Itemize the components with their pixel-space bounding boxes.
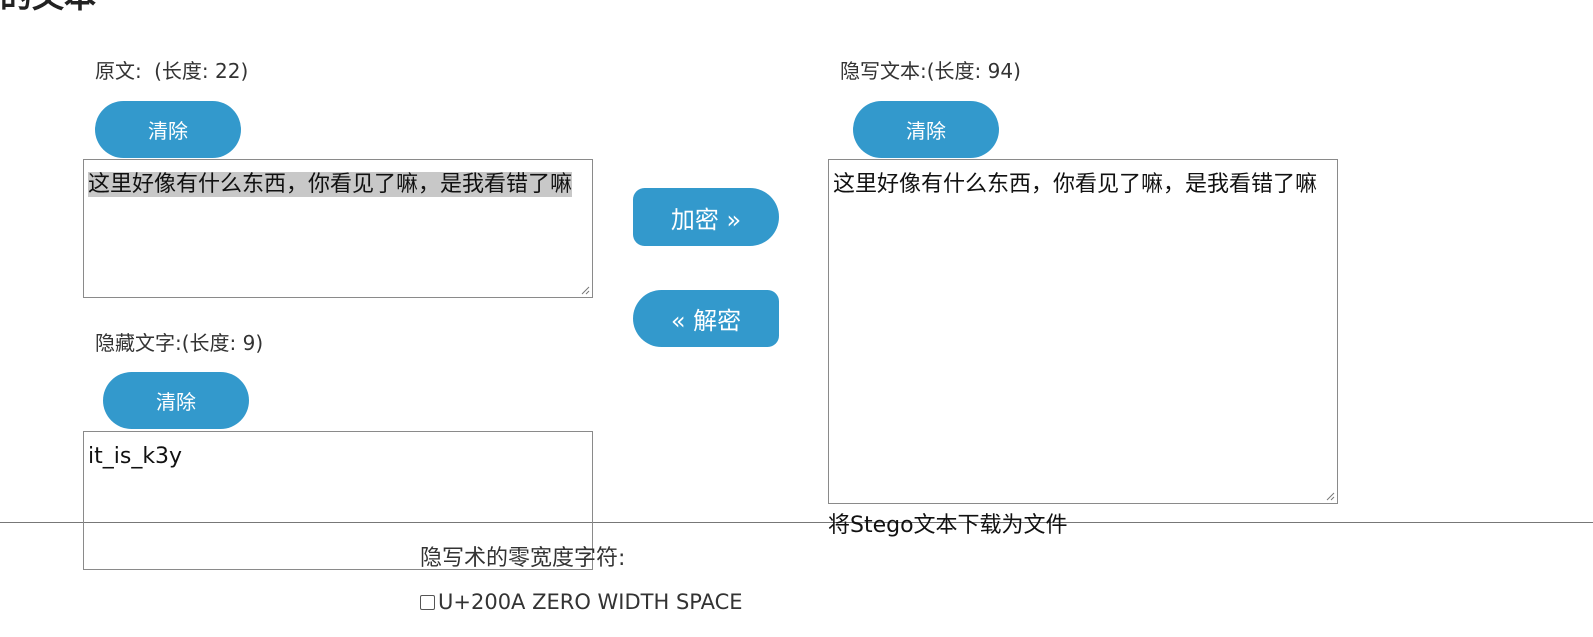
- zero-width-option-label: U+200A ZERO WIDTH SPACE: [438, 590, 743, 614]
- hidden-textarea[interactable]: it_is_k3y: [83, 431, 593, 570]
- original-length: (长度: 22): [154, 59, 249, 83]
- resize-grip-icon[interactable]: [580, 285, 590, 295]
- hidden-label-row: 隐藏文字:(长度: 9): [95, 330, 263, 356]
- original-textarea[interactable]: 这里好像有什么东西，你看见了嘛，是我看错了嘛: [83, 159, 593, 298]
- stego-text: 这里好像有什么东西，你看见了嘛，是我看错了嘛: [833, 172, 1318, 197]
- stego-textarea[interactable]: 这里好像有什么东西，你看见了嘛，是我看错了嘛: [828, 159, 1338, 504]
- original-clear-button[interactable]: 清除: [95, 101, 241, 158]
- resize-grip-icon[interactable]: [1325, 491, 1335, 501]
- page-heading: 的文本: [0, 0, 96, 14]
- divider: [0, 522, 1593, 523]
- stego-clear-button[interactable]: 清除: [853, 101, 999, 158]
- hidden-clear-button[interactable]: 清除: [103, 372, 249, 429]
- zero-width-option[interactable]: U+200A ZERO WIDTH SPACE: [420, 589, 743, 615]
- zero-width-heading: 隐写术的零宽度字符:: [420, 546, 626, 571]
- decrypt-button[interactable]: « 解密: [633, 290, 779, 347]
- original-label: 原文:: [95, 59, 142, 83]
- download-stego-link[interactable]: 将Stego文本下载为文件: [828, 513, 1068, 538]
- hidden-text: it_is_k3y: [88, 444, 183, 469]
- hidden-length: (长度: 9): [181, 331, 264, 355]
- encrypt-button[interactable]: 加密 »: [633, 188, 779, 246]
- stego-label-row: 隐写文本:(长度: 94): [840, 58, 1021, 84]
- zero-width-checkbox[interactable]: [420, 594, 435, 610]
- stego-length: (长度: 94): [926, 59, 1021, 83]
- hidden-label: 隐藏文字:: [95, 331, 182, 355]
- original-text: 这里好像有什么东西，你看见了嘛，是我看错了嘛: [88, 172, 573, 197]
- stego-label: 隐写文本:: [840, 59, 927, 83]
- original-label-row: 原文: (长度: 22): [95, 58, 248, 84]
